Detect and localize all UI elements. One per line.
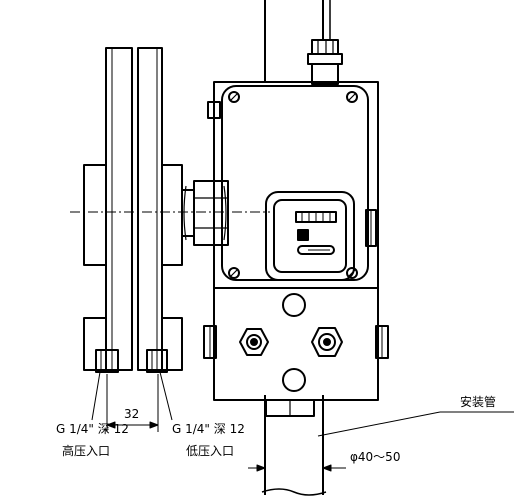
high-port-name-label: 高压入口 (62, 443, 110, 458)
high-port-spec-label: G 1/4" 深 12 (56, 422, 129, 436)
cable-gland (307, 0, 343, 85)
low-port-name-label: 低压入口 (186, 444, 234, 458)
plug-left (239, 328, 269, 356)
pipe-diameter-label: φ40～50 (350, 450, 400, 464)
dimension-lines (91, 371, 514, 472)
mount-pipe-label: 安装管 (460, 394, 496, 409)
manifold-plate-low (137, 47, 183, 373)
process-body (203, 287, 389, 401)
display-window (265, 191, 355, 281)
mounting-pipe (261, 0, 327, 496)
plug-right (311, 327, 343, 357)
manifold-plate-high (83, 47, 133, 373)
transmitter-housing (207, 81, 379, 289)
low-port-spec-label: G 1/4" 深 12 (172, 422, 245, 436)
port-spacing-dimension: 32 (124, 407, 139, 421)
pipe-clamp (265, 399, 315, 417)
